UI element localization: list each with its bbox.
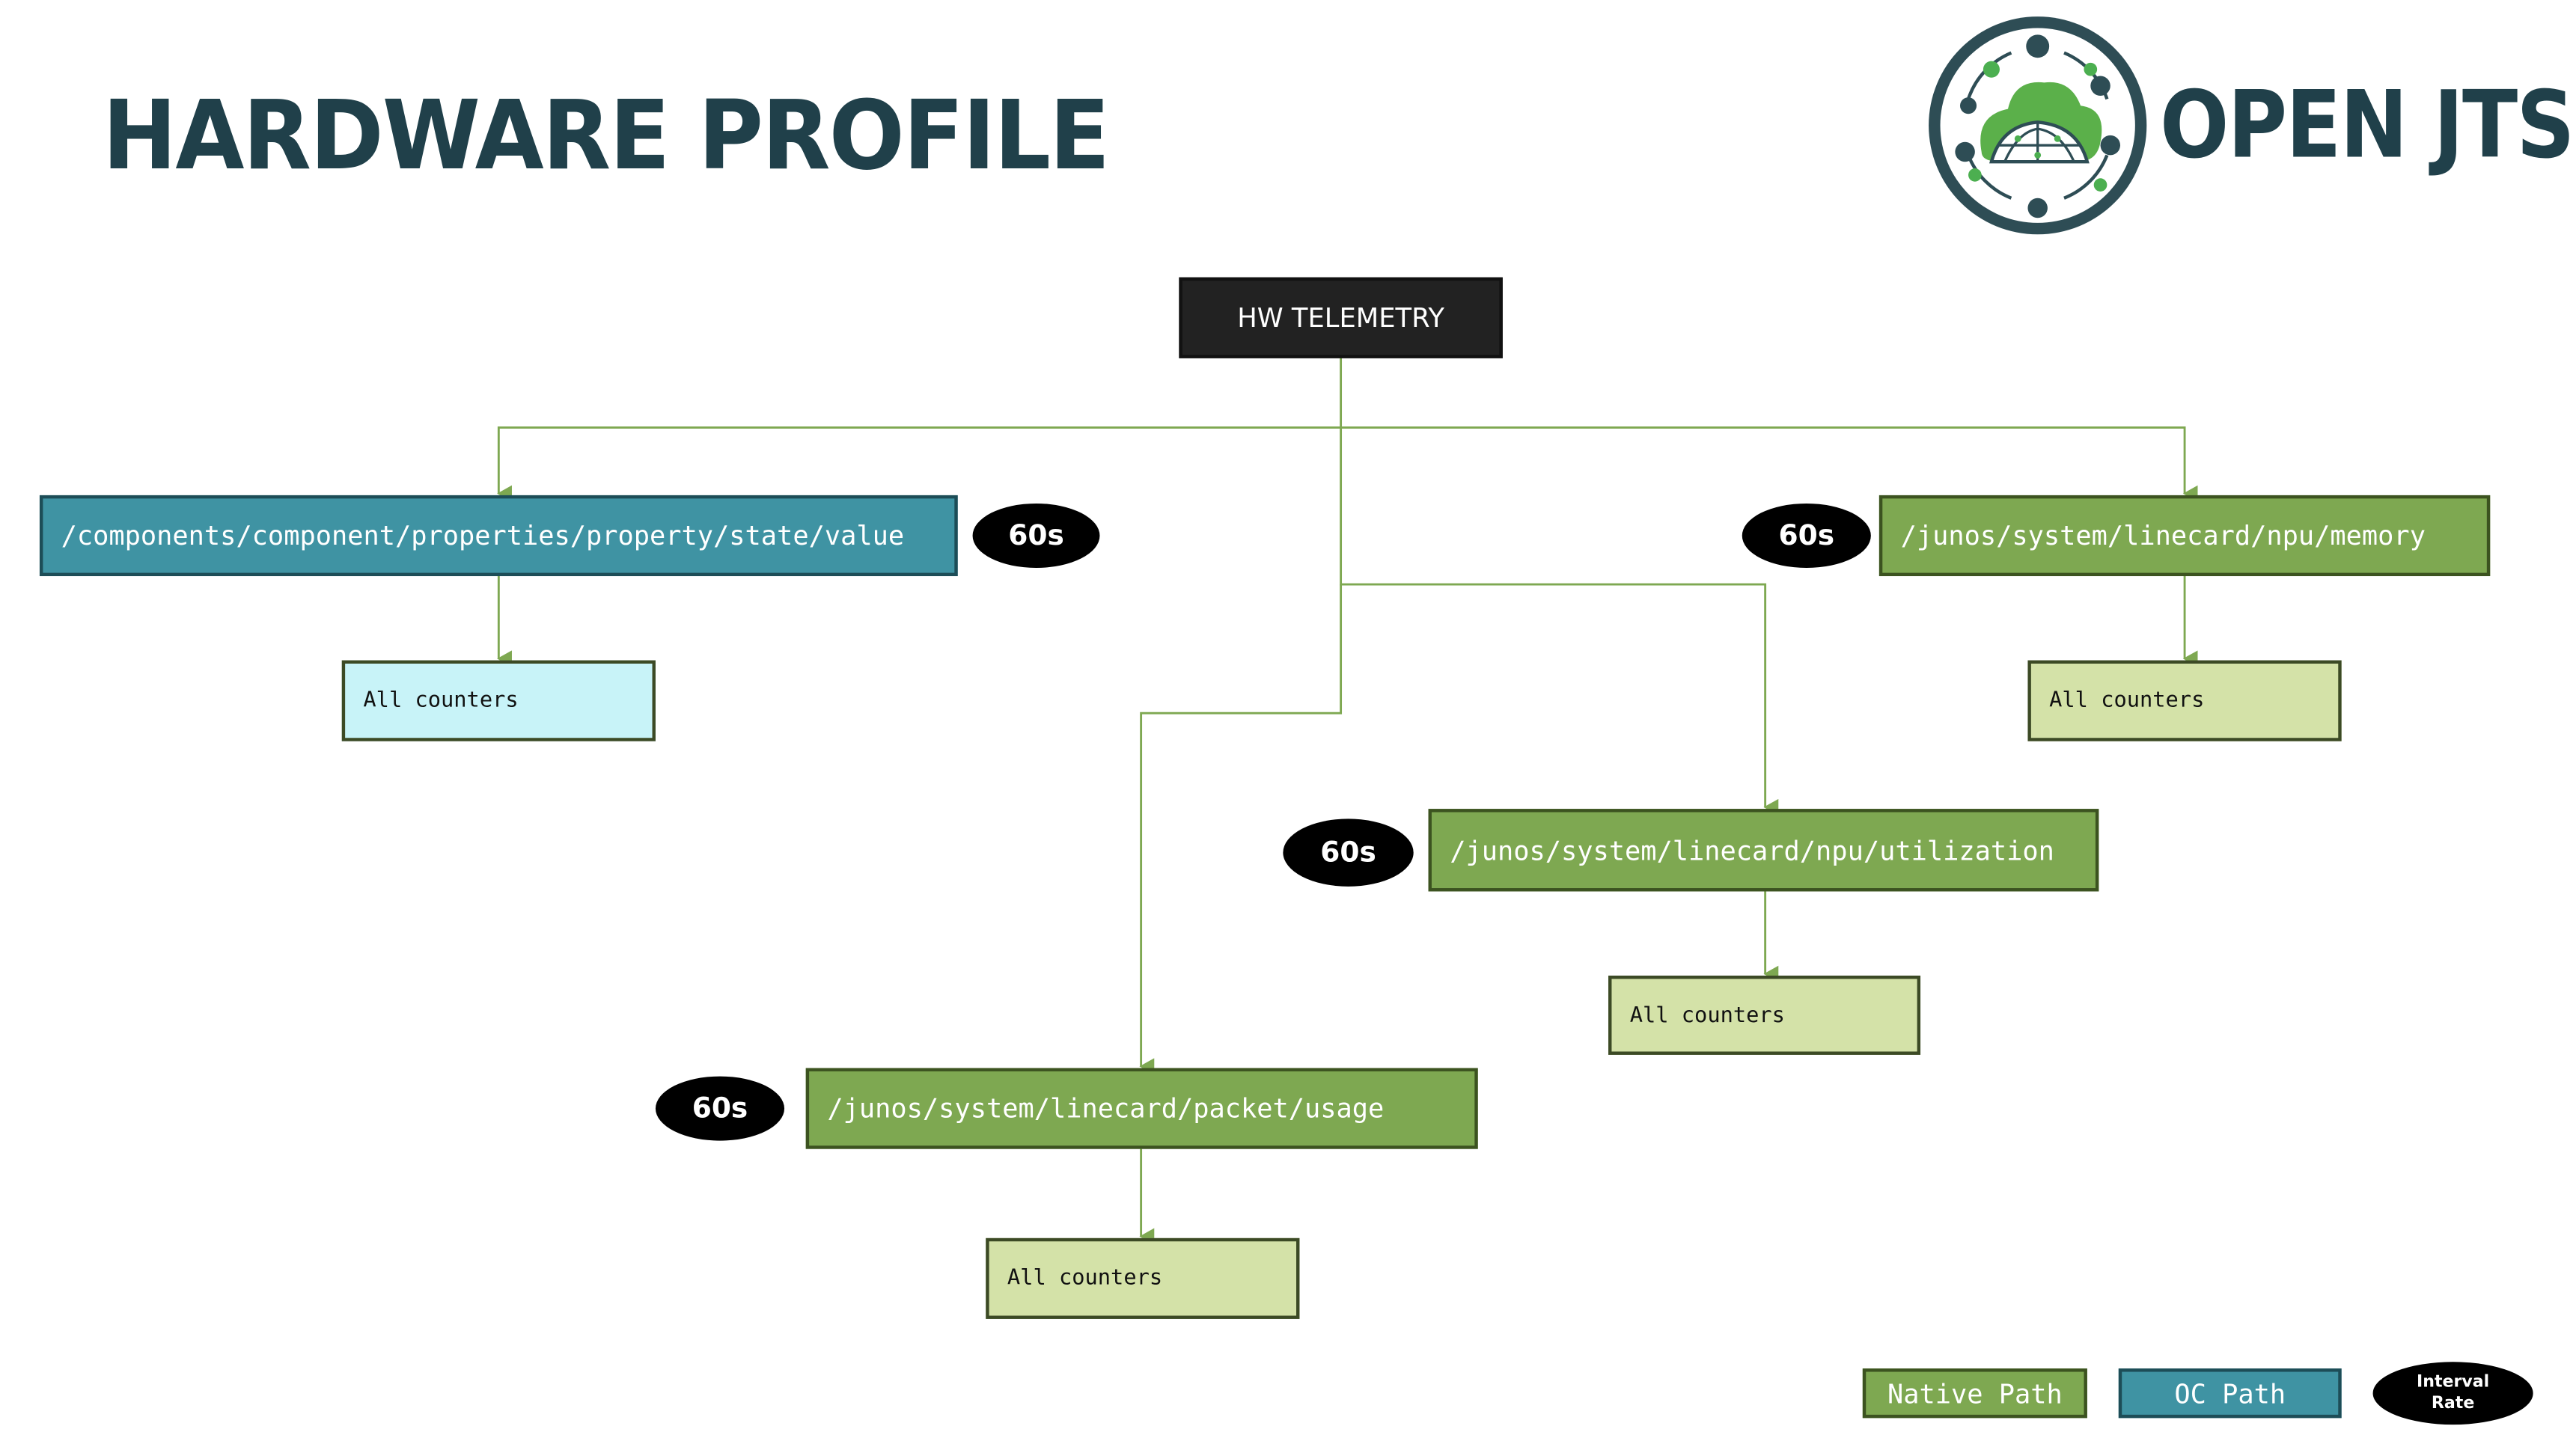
interval-badge-packet-usage: 60s — [655, 1076, 785, 1141]
legend-rate-label: Rate — [2431, 1395, 2475, 1413]
connector-root-to-packet-usage — [1139, 584, 1343, 1075]
interval-badge-npu-memory: 60s — [1742, 503, 1871, 569]
connector-root-to-npu-utilization — [1340, 427, 1779, 816]
native-path-packet-usage-node: /junos/system/linecard/packet/usage — [805, 1068, 1478, 1149]
leaf-npu-memory-counters: All counters — [2027, 660, 2342, 741]
cloud-globe-circuit-logo-icon — [1929, 16, 2147, 235]
legend-interval-rate: Interval Rate — [2372, 1362, 2533, 1425]
legend-oc-path: OC Path — [2118, 1368, 2342, 1419]
legend-interval-label: Interval — [2417, 1373, 2490, 1392]
interval-badge-npu-utilization: 60s — [1283, 819, 1414, 887]
leaf-packet-usage-counters: All counters — [986, 1237, 1300, 1319]
native-path-npu-memory-node: /junos/system/linecard/npu/memory — [1878, 495, 2491, 577]
legend-native-path: Native Path — [1862, 1368, 2087, 1419]
native-path-npu-utilization-node: /junos/system/linecard/npu/utilization — [1428, 809, 2099, 892]
leaf-npu-utilization-counters: All counters — [1608, 975, 1921, 1055]
leaf-oc-components-counters: All counters — [341, 660, 656, 741]
page-title: HARDWARE PROFILE — [102, 79, 1111, 192]
root-node-hw-telemetry: HW TELEMETRY — [1179, 277, 1503, 358]
brand-name: OPEN JTS — [2159, 73, 2575, 180]
connector-root-to-oc — [497, 426, 1341, 502]
interval-badge-oc-components: 60s — [972, 503, 1100, 569]
oc-path-components-node: /components/component/properties/propert… — [39, 495, 958, 577]
connector-root-to-npu-memory — [1340, 426, 2198, 502]
